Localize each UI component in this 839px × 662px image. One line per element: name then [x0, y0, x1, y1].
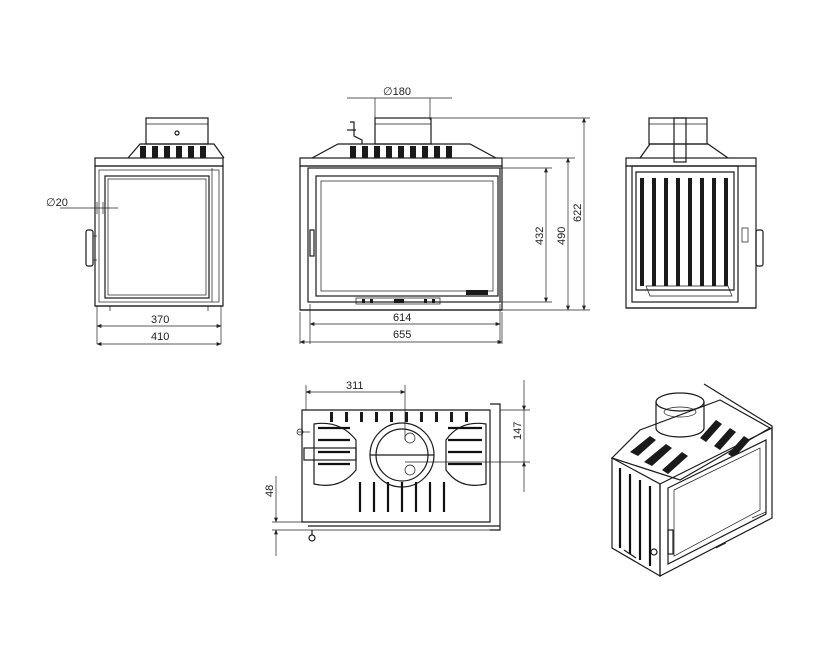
side-offset-label: 48 [264, 485, 276, 497]
width-inner-label: 614 [393, 312, 411, 324]
handle-diameter-label: ∅20 [46, 197, 68, 209]
pipe-diameter-label: ∅180 [383, 86, 411, 98]
left-view: ∅20 370 410 [46, 117, 225, 346]
height-total-label: 622 [572, 204, 584, 222]
depth-outer-label: 410 [151, 331, 169, 343]
offset-x-label: 311 [346, 380, 364, 392]
right-view [625, 117, 764, 309]
front-view: ∅180 [299, 86, 590, 344]
isometric-view [610, 383, 773, 578]
width-outer-label: 655 [393, 329, 411, 341]
height-glass-label: 432 [534, 227, 546, 245]
depth-inner-label: 370 [151, 314, 169, 326]
height-door-label: 490 [556, 227, 568, 245]
offset-y-label: 147 [512, 422, 524, 440]
top-view: 311 [264, 380, 530, 556]
